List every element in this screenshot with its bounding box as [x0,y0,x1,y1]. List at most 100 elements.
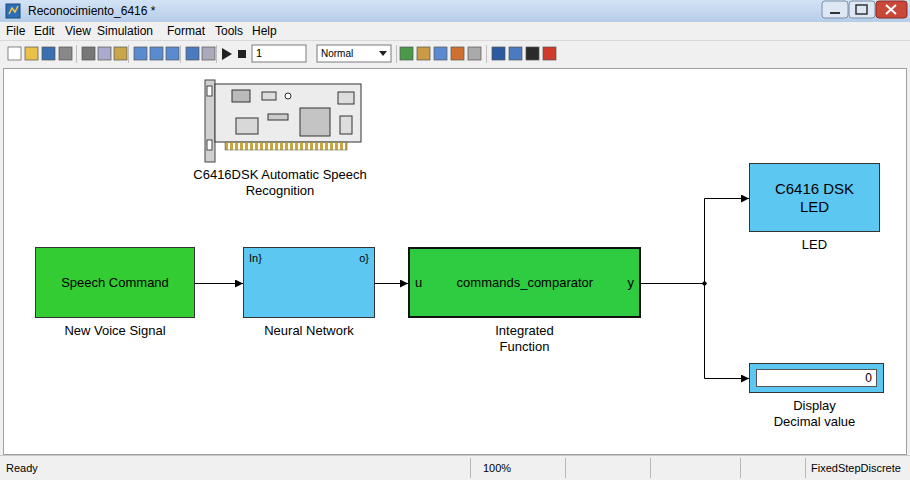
status-bar [0,455,910,480]
toolbar-icon [25,47,38,60]
display-field: 0 [756,369,877,387]
signal-line [641,199,749,284]
menu-item: Tools [215,24,243,38]
toolbar-icon [150,47,163,60]
window-buttons [822,1,848,18]
toolbar-separator [396,45,397,63]
signal-line [375,283,408,284]
status-text: 100% [483,462,511,475]
model-canvas [4,69,907,455]
subsystem-block: In}o}Neural Network [243,247,375,339]
toolbar-icon [166,47,179,60]
dsk-board-picture [262,92,276,100]
block-name: LED [749,237,880,253]
led-block: C6416 DSK LED LED [749,163,880,253]
window-buttons [830,12,840,14]
toolbar-icon [42,47,55,60]
port-label: o} [359,252,369,265]
toolbar-icon [186,47,199,60]
dsk-board-picture [207,140,212,150]
toolbar [0,40,910,68]
status-bar [650,458,651,478]
window-buttons [856,5,867,14]
toolbar [0,40,910,68]
toolbar-icon [451,47,464,60]
toolbar [0,40,910,41]
toolbar-icon [468,47,481,60]
window-buttons [822,1,907,18]
toolbar-separator [180,45,181,63]
toolbar-separator [486,45,487,63]
title-bar [0,0,910,22]
toolbar [317,45,391,62]
toolbar-icon [82,47,95,60]
title-bar [0,0,910,22]
block-body: u commands_comparator y [408,247,641,318]
toolbar-field: 1 [256,47,262,60]
toolbar-icon [417,47,430,60]
block-body: C6416 DSK LED [749,163,880,232]
block-body: Speech Command [35,247,195,318]
menu-bar [0,22,910,40]
window-title: Reconocimiento_6416 * [28,4,155,18]
menu-item: Simulation [97,24,153,38]
toolbar [238,50,246,58]
dsk-board-picture [232,90,250,102]
dsk-board-picture [300,108,330,136]
dsk-board-picture [268,114,288,120]
toolbar-icon [526,47,539,60]
toolbar-icon [8,47,21,60]
title-bar [9,6,18,14]
block-text: C6416 DSK LED [770,180,860,216]
toolbar-icon [114,47,127,60]
status-text: FixedStepDiscrete [811,462,901,475]
block-text: commands_comparator [457,275,594,291]
block-name: Integrated Function [485,323,565,354]
status-bar [740,458,741,478]
source-block: Speech CommandNew Voice Signal [35,247,195,339]
block-text: Speech Command [61,275,169,291]
port-label: u [415,275,422,291]
display-value: 0 [865,371,872,385]
dsk-board-picture [205,80,361,162]
status-bar [470,458,471,478]
block-name: C6416DSK Automatic Speech Recognition [170,167,390,198]
toolbar-icon [434,47,447,60]
port-label: y [627,275,634,291]
menu-item: File [6,24,25,38]
status-bar [0,455,910,480]
dsk-board-picture [340,116,352,134]
status-bar [565,458,566,478]
branch-point [703,282,707,286]
status-bar [805,458,806,478]
toolbar-icon [59,47,72,60]
toolbar-icon [134,47,147,60]
toolbar-separator [76,45,77,63]
block-body: In} o} [243,247,375,318]
window-buttons [886,5,896,14]
menu-bar [0,22,910,40]
block-name: Display Decimal value [771,398,859,429]
dsk-board-picture [236,118,258,134]
toolbar [252,45,306,62]
dsk-board-picture [207,86,212,96]
board-block: C6416DSK Automatic Speech Recognition [170,80,390,198]
toolbar-field: Normal [321,48,353,60]
toolbar-separator [128,45,129,63]
signal-line [195,283,243,284]
window-buttons [849,1,875,18]
toolbar [379,51,387,56]
display-block: 0Display Decimal value [749,363,884,430]
toolbar-icon [509,47,522,60]
model-canvas [4,69,907,455]
window-buttons [876,1,907,18]
status-bar [0,455,910,456]
block-name: Neural Network [239,323,379,339]
toolbar-icon [202,47,215,60]
toolbar-icon [543,47,556,60]
port-label: In} [249,252,262,265]
block-name: New Voice Signal [30,323,200,339]
dsk-board-picture [215,84,361,142]
block-body [170,80,390,162]
